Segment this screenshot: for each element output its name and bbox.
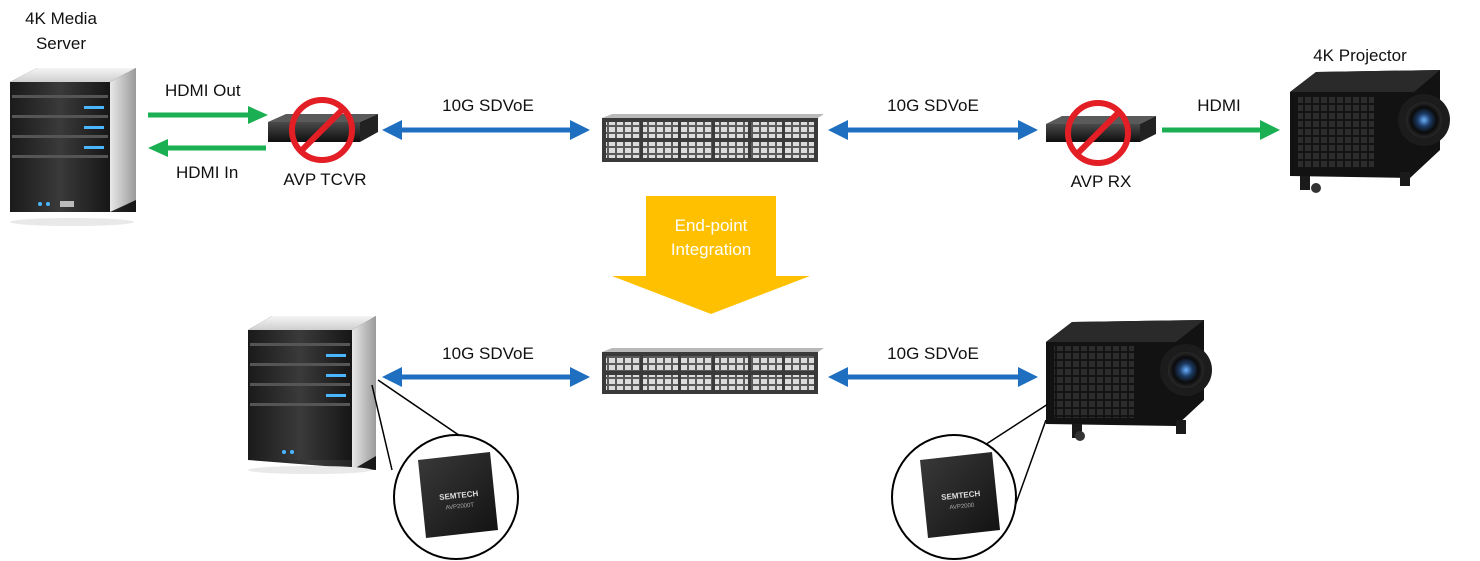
prohibited-icon xyxy=(289,97,355,163)
server-icon xyxy=(248,316,376,474)
hdmi-in-label: HDMI In xyxy=(176,163,239,182)
integration-label-line1: End-point xyxy=(674,216,748,235)
server-label-line1: 4K Media xyxy=(25,9,97,28)
sdvoe-label-bottom-right: 10G SDVoE xyxy=(887,344,979,363)
avp-tcvr-label: AVP TCVR xyxy=(283,170,367,189)
projector-label: 4K Projector xyxy=(1313,46,1407,65)
network-switch-icon xyxy=(602,114,824,162)
sdvoe-label-top-left: 10G SDVoE xyxy=(442,96,534,115)
server-label-line2: Server xyxy=(35,34,87,53)
sdvoe-arrow-top-left xyxy=(382,120,590,140)
hdmi-label: HDMI xyxy=(1197,96,1241,115)
hdmi-in-arrow xyxy=(148,139,266,157)
avp-rx-label: AVP RX xyxy=(1070,172,1132,191)
chip-model-left: AVP2000T xyxy=(445,502,474,511)
chip-brand-right: SEMTECH xyxy=(941,489,981,502)
chip-callout-left: SEMTECH AVP2000T xyxy=(371,379,519,560)
sdvoe-label-bottom-left: 10G SDVoE xyxy=(442,344,534,363)
hdmi-arrow xyxy=(1162,120,1280,140)
prohibited-icon xyxy=(1065,100,1131,166)
integration-arrow xyxy=(612,196,810,314)
hdmi-out-arrow xyxy=(148,106,268,124)
sdvoe-arrow-bottom-right xyxy=(828,367,1038,387)
chip-icon: SEMTECH AVP2000 xyxy=(920,452,1000,538)
chip-brand-left: SEMTECH xyxy=(439,489,479,502)
sdvoe-arrow-top-right xyxy=(828,120,1038,140)
sdvoe-arrow-bottom-left xyxy=(382,367,590,387)
network-switch-icon xyxy=(602,348,824,394)
server-icon xyxy=(10,68,136,226)
projector-icon xyxy=(1046,320,1212,441)
chip-icon: SEMTECH AVP2000T xyxy=(418,452,498,538)
chip-callout-right: SEMTECH AVP2000 xyxy=(891,403,1049,560)
integration-label-line2: Integration xyxy=(670,240,752,259)
hdmi-out-label: HDMI Out xyxy=(165,81,241,100)
sdvoe-label-top-right: 10G SDVoE xyxy=(887,96,979,115)
projector-icon xyxy=(1290,70,1450,193)
chip-model-right: AVP2000 xyxy=(949,503,975,512)
